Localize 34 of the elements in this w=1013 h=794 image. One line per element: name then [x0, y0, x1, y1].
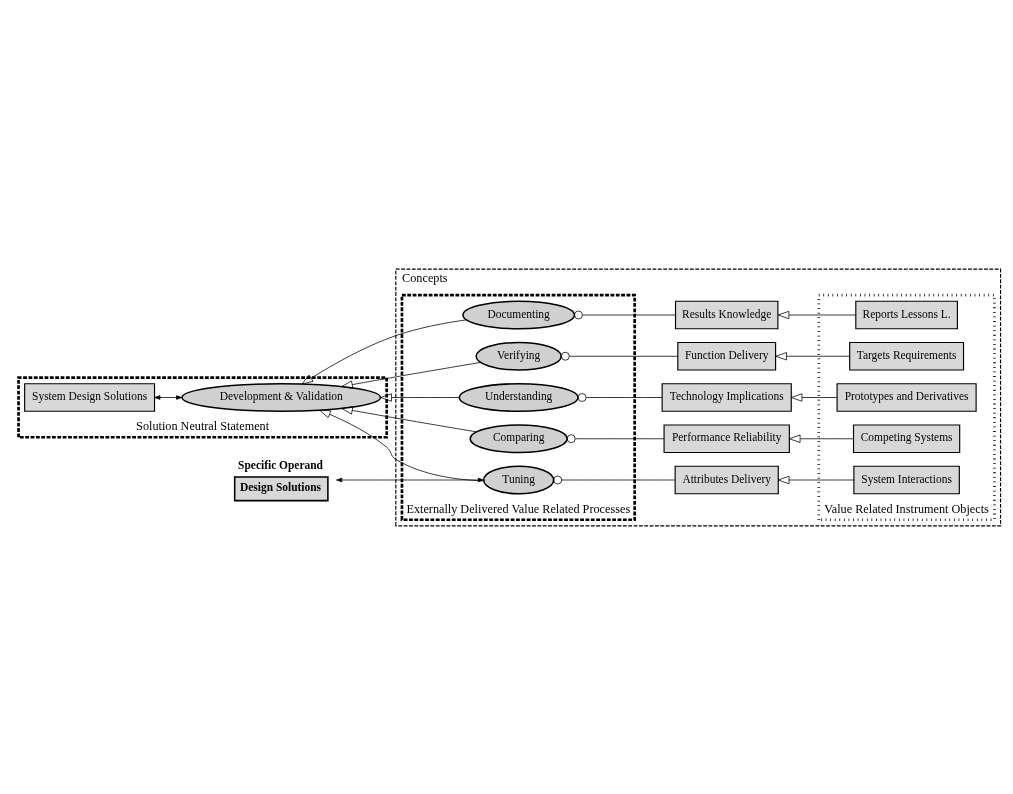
arrow [341, 361, 481, 389]
node-box: Targets Requirements [849, 341, 965, 371]
node-box: Results Knowledge [674, 300, 779, 329]
node-label: Specific Operand [238, 458, 323, 471]
arrow [790, 392, 838, 402]
node-ellipse: Documenting [462, 300, 576, 329]
node-box: System Interactions [853, 465, 960, 494]
arrow [775, 351, 851, 360]
arrow [380, 392, 460, 402]
node-box: Attributes Delivery [674, 465, 779, 494]
arrow [789, 434, 854, 443]
node-box: Reports Lessons L. [855, 300, 958, 329]
node-box: System Design Solutions [24, 382, 156, 412]
connector [561, 351, 679, 361]
node-ellipse: Understanding [458, 382, 579, 412]
connector [553, 475, 676, 484]
connector [577, 392, 663, 402]
node-ellipse: Comparing [469, 423, 568, 453]
connector [574, 310, 676, 319]
node-box: Function Delivery [677, 341, 777, 371]
node-box: Technology Implications [661, 382, 792, 412]
arrow [336, 477, 484, 482]
arrow [778, 475, 855, 484]
node-box: Performance Reliability [663, 423, 790, 453]
arrow [319, 409, 485, 481]
node-ellipse: Verifying [475, 341, 562, 371]
arrow [341, 405, 477, 432]
node-box: Prototypes and Derivatives [836, 382, 977, 412]
connector [566, 433, 665, 443]
arrow [154, 394, 183, 400]
node-ellipse: Tuning [483, 465, 555, 494]
arrow [301, 318, 467, 384]
arrow [777, 310, 857, 319]
node-box: Competing Systems [852, 423, 961, 453]
